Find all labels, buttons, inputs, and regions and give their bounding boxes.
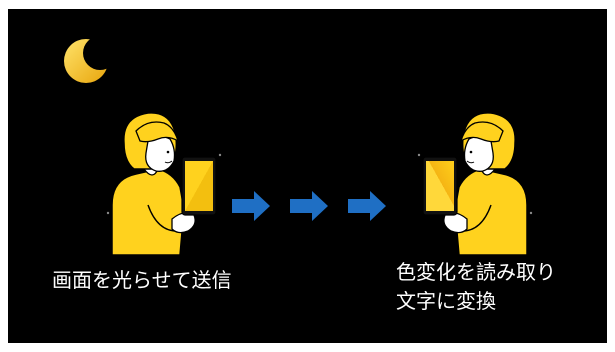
send-caption: 画面を光らせて送信 (52, 268, 232, 292)
crescent-moon-icon (64, 39, 108, 83)
arrow-right-icon (232, 191, 386, 221)
slide-illustration (64, 39, 533, 256)
person-receiving-icon (417, 112, 533, 256)
person-sending-icon (106, 112, 222, 256)
receive-caption-line1: 色変化を読み取り (396, 260, 556, 284)
receive-caption-line2: 文字に変換 (396, 289, 496, 313)
slide-canvas: 画面を光らせて送信 色変化を読み取り 文字に変換 (8, 9, 607, 343)
